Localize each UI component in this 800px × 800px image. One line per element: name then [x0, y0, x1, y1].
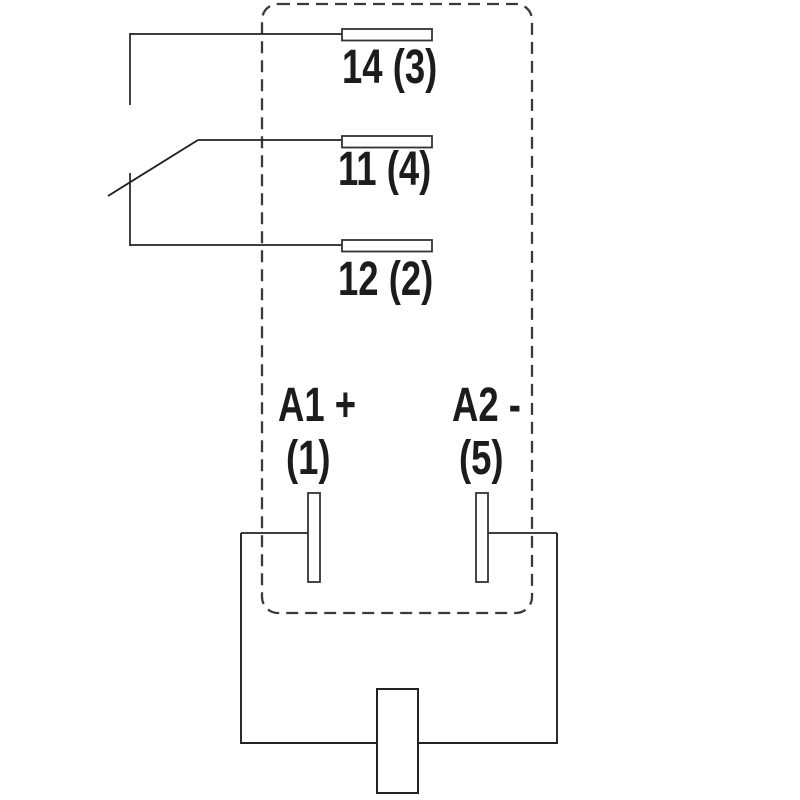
label-terminal-14: 14 (3)	[342, 41, 438, 94]
label-coil-a2-pin: (5)	[459, 432, 504, 485]
coil-pin-a1	[307, 492, 321, 583]
label-terminal-12: 12 (2)	[338, 253, 434, 306]
relay-outline-dashed	[260, 2, 534, 615]
bottom-plug-tab	[376, 688, 419, 794]
terminal-pad-14	[341, 28, 433, 42]
label-coil-a1-pin: (1)	[286, 432, 331, 485]
label-terminal-11: 11 (4)	[338, 143, 432, 196]
terminal-pad-12	[341, 239, 433, 253]
changeover-contact-armature	[107, 139, 199, 197]
label-coil-a1: A1 +	[278, 379, 357, 432]
label-coil-a2: A2 -	[452, 379, 521, 432]
coil-pin-a2	[475, 492, 489, 583]
terminal-pad-11	[341, 135, 433, 149]
